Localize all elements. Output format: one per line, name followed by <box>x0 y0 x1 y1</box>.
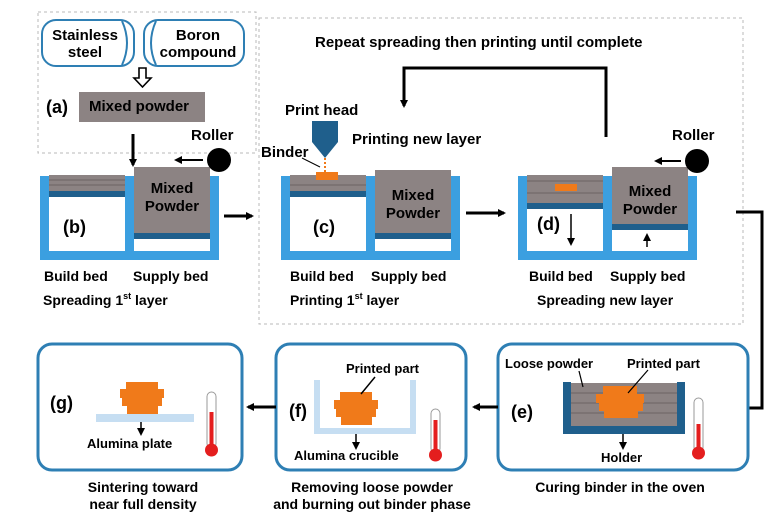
printed-part-e-label: Printed part <box>627 356 700 371</box>
printed-part-e-pointer <box>627 369 649 394</box>
build-bed-b-label: Build bed <box>44 268 108 284</box>
printed-layer-c <box>316 172 338 180</box>
roller-d <box>685 149 709 173</box>
printing-new-layer-label: Printing new layer <box>352 131 482 148</box>
caption-g-line1: Sintering toward <box>87 479 199 495</box>
step-g-letter: (g) <box>50 393 73 413</box>
mixed-powder-block <box>79 92 205 122</box>
thermometer-icon-e <box>692 397 705 460</box>
boron-compound-container <box>143 19 245 67</box>
step-d-letter: (d) <box>537 214 560 234</box>
supply-bed-d-label: Supply bed <box>610 268 686 284</box>
loose-powder-label: Loose powder <box>505 356 594 371</box>
thermometer-icon-g <box>205 391 218 457</box>
bed-assembly-b <box>40 167 219 260</box>
step-e-letter: (e) <box>511 402 533 422</box>
printed-part-e <box>596 386 644 418</box>
printed-part-f-label: Printed part <box>346 361 419 376</box>
printed-part-f-pointer <box>360 376 376 395</box>
step-f-letter: (f) <box>289 401 307 421</box>
caption-e: Curing binder in the oven <box>535 479 705 495</box>
mixed-powder-bed-d: Mixed Powder <box>622 183 678 218</box>
print-head-label: Print head <box>285 102 359 119</box>
arrow-d-to-e <box>736 210 764 412</box>
supply-bed-b-label: Supply bed <box>133 268 209 284</box>
caption-c: Printing 1st layer <box>290 291 400 308</box>
build-bed-d-label: Build bed <box>529 268 593 284</box>
alumina-crucible-label: Alumina crucible <box>294 448 399 463</box>
repeat-label: Repeat spreading then printing until com… <box>315 34 643 51</box>
mixed-powder-bed-b: Mixed Powder <box>144 180 200 215</box>
build-bed-c-label: Build bed <box>290 268 354 284</box>
stainless-steel-label: Stainless steel <box>52 27 118 61</box>
stainless-steel-cap <box>121 20 128 66</box>
printed-part-f <box>334 392 378 425</box>
stainless-steel-container <box>41 19 135 67</box>
caption-f-line2: and burning out binder phase <box>273 496 471 512</box>
printed-part-g <box>120 382 164 414</box>
print-head-icon <box>312 121 338 158</box>
binder-label: Binder <box>261 144 309 161</box>
step-a-letter: (a) <box>46 97 68 117</box>
repeat-loop-arrow <box>400 66 608 137</box>
thermometer-icon-f <box>429 408 442 462</box>
alumina-plate-label: Alumina plate <box>87 436 173 451</box>
roller-b <box>207 148 231 172</box>
alumina-plate <box>96 414 194 422</box>
caption-d: Spreading new layer <box>537 292 674 308</box>
boron-compound-label: Boron compound <box>159 27 237 61</box>
mixed-powder-label: Mixed powder <box>89 98 190 115</box>
boron-compound-cap <box>150 20 157 66</box>
hollow-down-arrow <box>132 67 153 89</box>
alumina-crucible <box>314 380 416 434</box>
roller-d-label: Roller <box>672 127 715 144</box>
panel-a-frame <box>37 11 257 154</box>
caption-f-line1: Removing loose powder <box>291 479 453 495</box>
binder-pointer <box>301 157 321 168</box>
holder-label: Holder <box>601 450 643 465</box>
loose-powder-pointer <box>578 370 584 388</box>
step-b-letter: (b) <box>63 217 86 237</box>
printed-layer-d <box>555 184 577 191</box>
caption-g-line2: near full density <box>89 496 197 512</box>
bed-assembly-c <box>281 170 460 260</box>
caption-b: Spreading 1st layer <box>43 291 168 308</box>
mixed-powder-bed-c: Mixed Powder <box>385 187 441 222</box>
supply-bed-c-label: Supply bed <box>371 268 447 284</box>
step-c-letter: (c) <box>313 217 335 237</box>
printing-loop-frame <box>258 17 744 325</box>
roller-b-label: Roller <box>191 127 234 144</box>
